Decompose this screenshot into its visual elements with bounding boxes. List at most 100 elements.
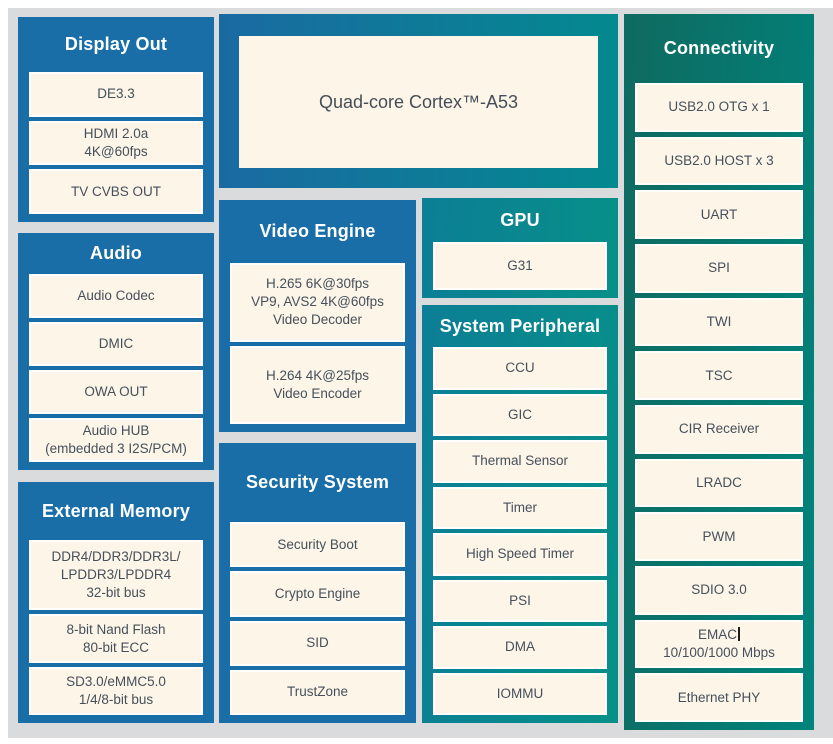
item-label-text: EMAC xyxy=(697,627,737,643)
item-audio-codec: Audio Codec xyxy=(29,274,203,318)
item-psi: PSI xyxy=(433,579,607,622)
item-label: DMA xyxy=(505,639,535,655)
item-label: OWA OUT xyxy=(84,384,148,399)
item-label: Crypto Engine xyxy=(274,585,361,601)
display-out-items: DE3.3 HDMI 2.0a 4K@60fps TV CVBS OUT xyxy=(29,72,203,215)
item-label: H.265 6K@30fps xyxy=(265,276,370,292)
item-label: EMAC xyxy=(698,626,740,644)
item-twi: TWI xyxy=(635,297,803,347)
item-crypto-engine: Crypto Engine xyxy=(230,571,405,617)
item-label: UART xyxy=(700,206,738,222)
security-system-block: Security System Security Boot Crypto Eng… xyxy=(219,443,416,723)
item-emac: EMAC 10/100/1000 Mbps xyxy=(635,619,803,669)
item-sid: SID xyxy=(230,620,405,666)
item-label: Video Encoder xyxy=(273,385,362,401)
item-gic: GIC xyxy=(433,393,607,436)
item-dmic: DMIC xyxy=(29,322,203,366)
gpu-title: GPU xyxy=(500,209,540,230)
connectivity-items: USB2.0 OTG x 1 USB2.0 HOST x 3 UART SPI … xyxy=(635,83,803,723)
item-label: Timer xyxy=(503,499,537,515)
item-nand-flash: 8-bit Nand Flash 80-bit ECC xyxy=(29,614,203,663)
item-security-boot: Security Boot xyxy=(230,522,405,568)
item-label: TWI xyxy=(706,314,732,330)
video-engine-items: H.265 6K@30fps VP9, AVS2 4K@60fps Video … xyxy=(230,263,405,424)
gpu-block: GPU G31 xyxy=(422,198,618,298)
item-label: IOMMU xyxy=(496,685,544,701)
item-uart: UART xyxy=(635,190,803,240)
item-label: 4K@60fps xyxy=(84,144,148,159)
security-system-title: Security System xyxy=(245,472,390,492)
text-cursor xyxy=(738,627,740,642)
item-label: Thermal Sensor xyxy=(471,453,569,469)
item-video-encoder: H.264 4K@25fps Video Encoder xyxy=(230,345,405,424)
item-label: Security Boot xyxy=(277,536,358,552)
item-label: LPDDR3/LPDDR4 xyxy=(60,567,172,583)
item-label: USB2.0 OTG x 1 xyxy=(668,99,770,115)
item-sdio: SDIO 3.0 xyxy=(635,566,803,615)
item-ethernet-phy: Ethernet PHY xyxy=(635,673,803,723)
item-label: 32-bit bus xyxy=(86,585,146,601)
gpu-items: G31 xyxy=(433,242,607,290)
connectivity-block: Connectivity USB2.0 OTG x 1 USB2.0 HOST … xyxy=(624,14,814,730)
item-label: SID xyxy=(306,635,329,651)
connectivity-title: Connectivity xyxy=(663,38,775,58)
item-label: TrustZone xyxy=(286,684,349,700)
item-ddr: DDR4/DDR3/DDR3L/ LPDDR3/LPDDR4 32-bit bu… xyxy=(29,540,203,611)
item-pwm: PWM xyxy=(635,512,803,562)
item-video-decoder: H.265 6K@30fps VP9, AVS2 4K@60fps Video … xyxy=(230,263,405,342)
external-memory-title: External Memory xyxy=(41,500,191,521)
item-tsc: TSC xyxy=(635,351,803,401)
item-spi: SPI xyxy=(635,244,803,293)
item-usb-host: USB2.0 HOST x 3 xyxy=(635,136,803,186)
item-label: GIC xyxy=(507,406,532,422)
display-out-block: Display Out DE3.3 HDMI 2.0a 4K@60fps TV … xyxy=(18,17,214,222)
cpu-label: Quad-core Cortex™-A53 xyxy=(239,36,598,168)
soc-diagram-canvas: Quad-core Cortex™-A53 Display Out DE3.3 … xyxy=(8,8,833,738)
item-label: 1/4/8-bit bus xyxy=(78,691,154,707)
system-peripheral-block: System Peripheral CCU GIC Thermal Sensor… xyxy=(422,305,618,723)
system-peripheral-title: System Peripheral xyxy=(439,315,601,336)
item-g31: G31 xyxy=(433,242,607,290)
item-label: G31 xyxy=(507,258,533,273)
cpu-block: Quad-core Cortex™-A53 xyxy=(219,14,618,188)
security-system-items: Security Boot Crypto Engine SID TrustZon… xyxy=(230,522,405,715)
item-label: High Speed Timer xyxy=(465,546,575,562)
item-label: VP9, AVS2 4K@60fps xyxy=(251,294,384,310)
item-label: PSI xyxy=(509,592,531,608)
item-label: TV CVBS OUT xyxy=(70,183,161,199)
item-tv-cvbs-out: TV CVBS OUT xyxy=(29,169,203,215)
display-out-title: Display Out xyxy=(64,34,168,54)
item-label: HDMI 2.0a xyxy=(83,126,149,141)
item-label: 10/100/1000 Mbps xyxy=(663,645,775,661)
item-label: DE3.3 xyxy=(97,86,135,102)
item-de33: DE3.3 xyxy=(29,72,203,117)
item-label: Video Decoder xyxy=(272,312,363,328)
video-engine-block: Video Engine H.265 6K@30fps VP9, AVS2 4K… xyxy=(219,200,416,432)
item-audio-hub: Audio HUB (embedded 3 I2S/PCM) xyxy=(29,418,203,462)
item-trustzone: TrustZone xyxy=(230,669,405,715)
item-label: SDIO 3.0 xyxy=(691,582,747,598)
item-owa-out: OWA OUT xyxy=(29,370,203,414)
item-label: 8-bit Nand Flash xyxy=(66,621,166,637)
item-usb-otg: USB2.0 OTG x 1 xyxy=(635,83,803,132)
item-thermal-sensor: Thermal Sensor xyxy=(433,440,607,483)
item-cir-receiver: CIR Receiver xyxy=(635,405,803,454)
item-label: PWM xyxy=(702,528,736,544)
item-label: (embedded 3 I2S/PCM) xyxy=(45,441,187,456)
item-label: Audio HUB xyxy=(82,423,150,438)
external-memory-block: External Memory DDR4/DDR3/DDR3L/ LPDDR3/… xyxy=(18,482,214,723)
item-label: DDR4/DDR3/DDR3L/ xyxy=(51,549,181,565)
item-sd-emmc: SD3.0/eMMC5.0 1/4/8-bit bus xyxy=(29,666,203,715)
item-lradc: LRADC xyxy=(635,458,803,508)
audio-title: Audio xyxy=(90,243,142,263)
external-memory-items: DDR4/DDR3/DDR3L/ LPDDR3/LPDDR4 32-bit bu… xyxy=(29,540,203,715)
item-label: Ethernet PHY xyxy=(677,689,761,705)
item-dma: DMA xyxy=(433,626,607,669)
item-label: LRADC xyxy=(696,475,742,491)
item-timer: Timer xyxy=(433,486,607,529)
audio-items: Audio Codec DMIC OWA OUT Audio HUB (embe… xyxy=(29,274,203,462)
item-label: DMIC xyxy=(98,336,134,351)
item-label: CCU xyxy=(505,360,535,376)
item-label: USB2.0 HOST x 3 xyxy=(664,153,774,168)
item-label: SD3.0/eMMC5.0 xyxy=(66,673,166,689)
